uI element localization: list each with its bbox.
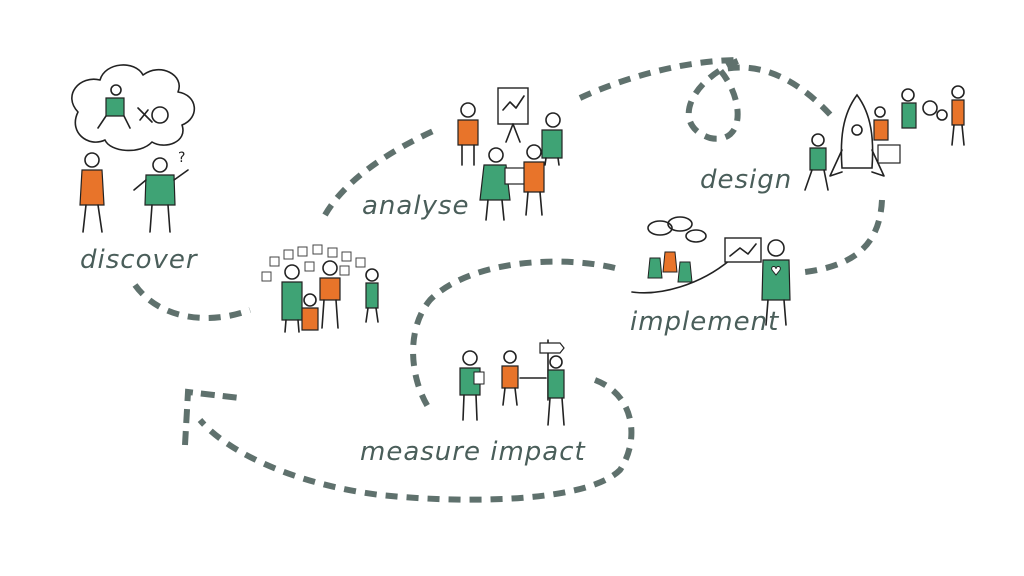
person-orange bbox=[79, 169, 105, 206]
stage-label-discover: discover bbox=[80, 245, 199, 275]
clipboard-icon bbox=[473, 371, 485, 385]
return-arrow-icon bbox=[182, 388, 241, 446]
sticky-notes-icon bbox=[261, 244, 366, 282]
stage-label-analyse: analyse bbox=[362, 191, 470, 221]
question-mark-icon: ? bbox=[178, 150, 185, 166]
team-cluster bbox=[261, 244, 379, 333]
heart-icon bbox=[771, 266, 781, 276]
stage-label-design: design bbox=[700, 165, 792, 195]
speech-bubbles-icon bbox=[647, 216, 707, 243]
person-green bbox=[144, 174, 176, 206]
stage-label-implement: implement bbox=[630, 307, 779, 337]
globe-icon bbox=[151, 106, 169, 124]
analyse-cluster: analyse bbox=[362, 87, 563, 221]
design-cluster: design bbox=[700, 85, 965, 195]
stage-label-measure-impact: measure impact bbox=[360, 437, 586, 467]
thought-cloud-icon bbox=[71, 64, 196, 152]
basket-icon bbox=[137, 107, 153, 123]
flipchart-icon bbox=[497, 87, 529, 143]
rocket-icon bbox=[829, 93, 885, 177]
picture-board-icon bbox=[724, 237, 762, 263]
discover-cluster: ? discover bbox=[71, 64, 199, 275]
gears-icon bbox=[922, 100, 948, 121]
measure-impact-cluster: measure impact bbox=[360, 339, 586, 467]
journey-path bbox=[132, 57, 885, 503]
box-icon bbox=[877, 144, 901, 164]
implement-cluster: implement bbox=[630, 216, 791, 337]
